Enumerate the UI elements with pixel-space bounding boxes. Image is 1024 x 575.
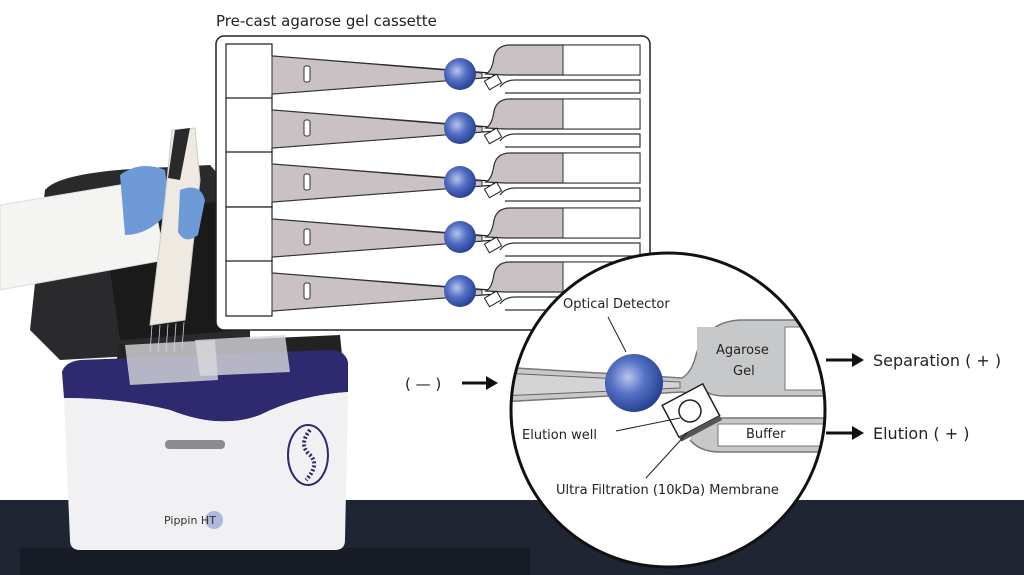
buffer-reservoir xyxy=(562,152,641,184)
magnifier-outline xyxy=(509,251,827,569)
instrument-brand-logo: Pippin HT xyxy=(164,514,216,527)
elution-channel xyxy=(499,187,641,202)
separation-channel xyxy=(271,163,483,203)
pippin-instrument: Pippin HT xyxy=(0,127,348,550)
elution-label: Elution ( + ) xyxy=(873,424,970,443)
separation-channel xyxy=(271,218,483,258)
elution-well-box xyxy=(661,382,722,442)
optical-detector xyxy=(444,221,476,253)
optical-detector xyxy=(444,58,476,90)
optical-detector-label: Optical Detector xyxy=(563,297,670,312)
loading-slot xyxy=(303,228,311,246)
elution-well xyxy=(483,73,503,91)
elution-well xyxy=(483,181,503,199)
membrane xyxy=(679,415,722,442)
loading-slot xyxy=(303,173,311,191)
optical-detector xyxy=(444,166,476,198)
loading-slot xyxy=(303,282,311,300)
buffer-label: Buffer xyxy=(746,427,786,442)
optical-detector xyxy=(444,112,476,144)
optical-detector-sphere xyxy=(605,354,663,412)
arrow-right-icon xyxy=(826,353,864,367)
elution-well xyxy=(483,236,503,254)
arrow-right-icon xyxy=(826,426,864,440)
elution-well xyxy=(483,290,503,308)
loading-slot xyxy=(303,119,311,137)
buffer-reservoir xyxy=(562,98,641,130)
separation-label: Separation ( + ) xyxy=(873,351,1001,370)
agarose-gel-label-2: Gel xyxy=(733,364,755,379)
band-shadow xyxy=(20,548,530,575)
elution-channel xyxy=(499,133,641,148)
elution-channel xyxy=(499,242,641,257)
arrow-right-icon xyxy=(462,376,498,390)
agarose-gel-label-1: Agarose xyxy=(716,343,769,358)
cassette-title: Pre-cast agarose gel cassette xyxy=(216,12,437,30)
negative-electrode-label: ( — ) xyxy=(405,375,441,393)
buffer-reservoir xyxy=(562,207,641,239)
buffer-reservoir xyxy=(562,44,641,76)
membrane-label: Ultra Filtration (10kDa) Membrane xyxy=(556,483,779,498)
optical-detector xyxy=(444,275,476,307)
separation-channel xyxy=(271,272,483,312)
elution-well-label: Elution well xyxy=(522,428,597,443)
separation-channel xyxy=(271,55,483,95)
separation-channel xyxy=(271,109,483,149)
elution-well xyxy=(483,127,503,145)
brand-logo-circle xyxy=(205,511,223,529)
elution-channel xyxy=(499,79,641,94)
loading-slot xyxy=(303,65,311,83)
